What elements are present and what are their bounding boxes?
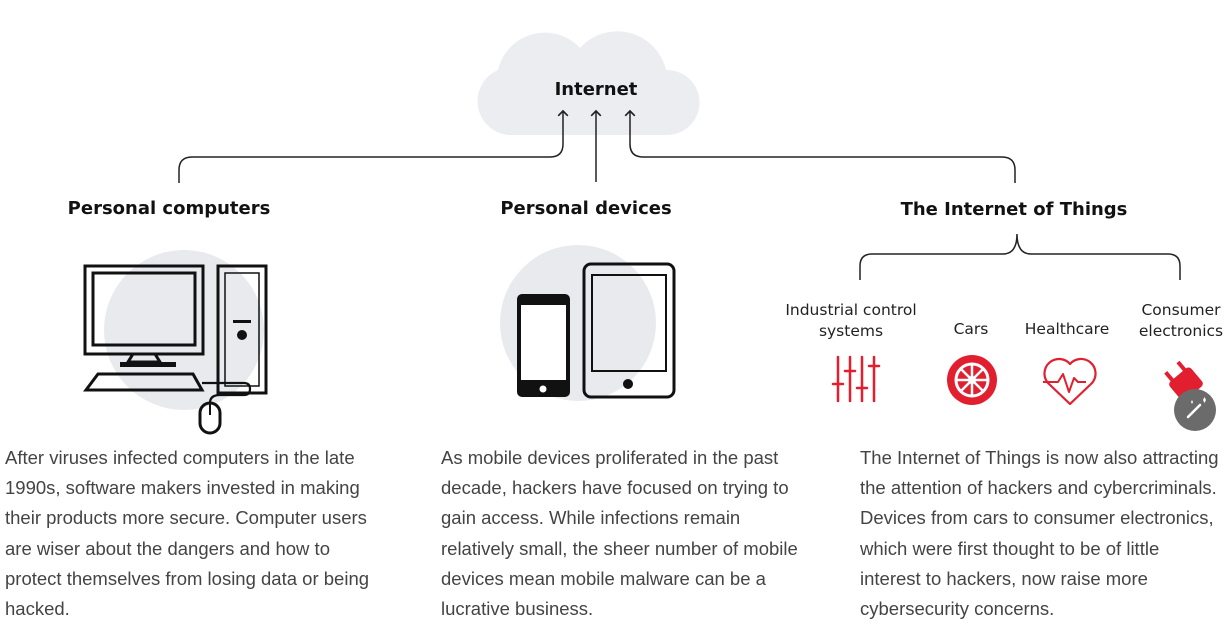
industrial-label-1: Industrial control [785,301,916,319]
consumer-label-1: Consumer [1141,301,1221,319]
iot-description: The Internet of Things is now also attra… [860,447,1219,620]
connector-pc [178,109,569,183]
wheel-icon [947,355,997,405]
pc-title: Personal computers [68,198,271,219]
cloud-icon [477,31,700,135]
consumer-label-2: electronics [1139,322,1223,340]
iot-bracket [859,233,1181,280]
heart-pulse-icon [1043,357,1097,406]
cars-label: Cars [954,320,989,338]
sliders-icon [831,355,881,403]
industrial-label-2: systems [819,322,883,340]
mobile-devices-icon [500,245,676,401]
desktop-computer-icon [83,250,268,435]
iot-title: The Internet of Things [901,199,1128,220]
devices-title: Personal devices [500,198,671,219]
magic-wand-icon[interactable] [1174,389,1216,431]
connector-iot [624,109,1016,183]
internet-label: Internet [555,79,638,100]
healthcare-label: Healthcare [1025,320,1110,338]
devices-description: As mobile devices proliferated in the pa… [441,447,798,620]
pc-description: After viruses infected computers in the … [5,447,370,620]
